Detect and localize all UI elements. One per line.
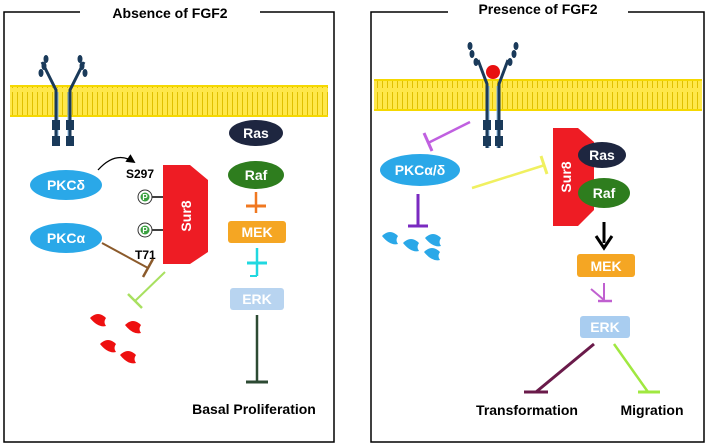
left-erk-label: ERK bbox=[242, 291, 272, 307]
left-sur8-node bbox=[163, 165, 208, 264]
right-membrane bbox=[374, 80, 702, 110]
left-fgf-receptor bbox=[38, 55, 88, 146]
right-panel: Presence of FGF2 PKCα/δ bbox=[370, 1, 705, 443]
right-pkc-sur8-inhibition bbox=[471, 163, 546, 190]
right-erk-node bbox=[580, 316, 630, 338]
left-raf-node bbox=[228, 161, 284, 189]
left-pkc-alpha-label: PKCα bbox=[47, 230, 86, 246]
right-ras-label: Ras bbox=[589, 147, 615, 163]
fgf2-ligand-icon bbox=[486, 65, 500, 79]
left-membrane bbox=[10, 86, 328, 116]
left-panel: Absence of FGF2 PKCδ PKC bbox=[3, 4, 335, 443]
left-title-backdrop bbox=[80, 4, 260, 22]
right-raf-label: Raf bbox=[593, 185, 616, 201]
left-mek-node bbox=[228, 221, 286, 243]
svg-text:P: P bbox=[142, 226, 148, 235]
right-panel-title: Presence of FGF2 bbox=[478, 1, 597, 17]
right-title-backdrop bbox=[448, 4, 628, 22]
right-outcome-transformation: Transformation bbox=[476, 402, 578, 418]
right-erk-label: ERK bbox=[590, 319, 620, 335]
svg-text:P: P bbox=[142, 193, 148, 202]
right-ras-node bbox=[578, 142, 626, 168]
left-degraded-fragments bbox=[90, 314, 141, 364]
right-pkc-node bbox=[380, 154, 460, 186]
left-pkc-delta-node bbox=[30, 170, 102, 200]
right-sur8-label: Sur8 bbox=[558, 161, 574, 192]
left-pkc-delta-arrow bbox=[97, 154, 136, 171]
right-erk-transformation-link bbox=[535, 342, 595, 394]
left-raf-label: Raf bbox=[245, 167, 268, 183]
left-site-t71: T71 bbox=[135, 248, 156, 262]
left-ras-label: Ras bbox=[243, 125, 269, 141]
left-sur8-label: Sur8 bbox=[178, 200, 194, 231]
right-outcome-migration: Migration bbox=[621, 402, 684, 418]
right-pkc-label: PKCα/δ bbox=[395, 162, 446, 178]
right-erk-migration-link bbox=[612, 343, 650, 393]
right-degraded-fragments bbox=[382, 232, 441, 261]
left-site-s297: S297 bbox=[126, 167, 154, 181]
right-mek-node bbox=[577, 254, 635, 277]
right-fgf-receptor bbox=[467, 42, 519, 148]
left-pkc-alpha-inhibition bbox=[101, 242, 149, 269]
left-pkc-delta-label: PKCδ bbox=[47, 177, 85, 193]
left-erk-node bbox=[230, 288, 284, 310]
left-ras-node bbox=[229, 120, 283, 146]
left-outcome: Basal Proliferation bbox=[192, 401, 316, 417]
right-raf-node bbox=[578, 178, 630, 208]
right-mek-label: MEK bbox=[590, 258, 621, 274]
left-mek-label: MEK bbox=[241, 224, 272, 240]
left-panel-title: Absence of FGF2 bbox=[112, 5, 227, 21]
left-sur8-inhibition bbox=[134, 271, 166, 302]
left-pkc-alpha-node bbox=[30, 223, 102, 253]
right-receptor-pkc-inhibition bbox=[427, 120, 471, 145]
